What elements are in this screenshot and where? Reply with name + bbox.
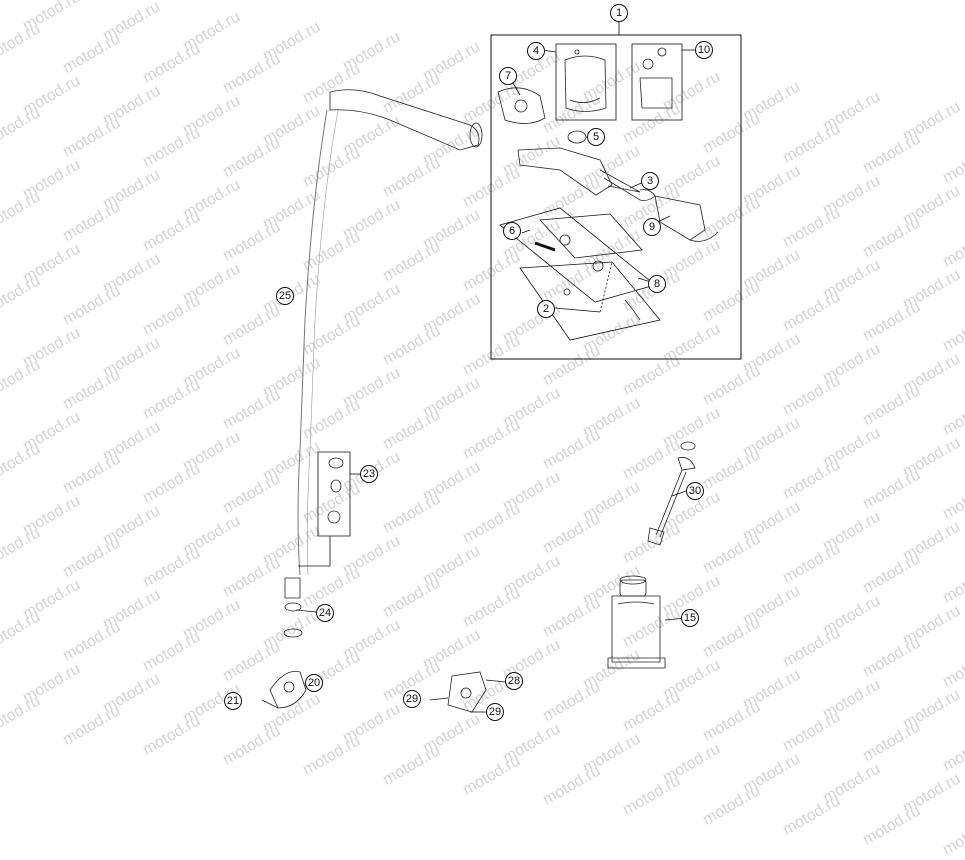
kit-6-outline (499, 207, 656, 303)
watermark-text: motod.ru (740, 750, 804, 797)
callout-23: 23 (360, 465, 378, 483)
callout-28: 28 (505, 672, 523, 690)
callout-25: 25 (276, 287, 294, 305)
callout-29-bottom: 29 (486, 703, 504, 721)
watermark-text: motod.ru (860, 802, 924, 849)
watermark-text: motod.ru (940, 812, 965, 859)
kit-8-outline (539, 213, 643, 259)
watermark-text: motod.ru (300, 732, 364, 779)
watermark-text: motod.ru (580, 730, 644, 777)
watermark-text: motod.ru (860, 718, 924, 765)
callout-10: 10 (695, 41, 713, 59)
callout-8: 8 (648, 275, 666, 293)
watermark-text: motod.ru (500, 720, 564, 767)
callout-6: 6 (503, 222, 521, 240)
callout-5: 5 (587, 128, 605, 146)
kit-box-4 (555, 43, 617, 121)
callout-2: 2 (537, 300, 555, 318)
watermark-text: motod.ru (660, 740, 724, 787)
callout-9: 9 (643, 218, 661, 236)
watermark-text: motod.ru (820, 760, 884, 807)
callout-21: 21 (224, 692, 242, 710)
callout-7: 7 (499, 67, 517, 85)
kit-2-outline (519, 261, 661, 341)
callout-29-left: 29 (403, 690, 421, 708)
kit-box-10 (631, 43, 683, 121)
watermark-text: motod.ru (540, 762, 604, 809)
hose-25 (297, 109, 328, 576)
assembly-frame (490, 34, 742, 360)
callout-24: 24 (316, 604, 334, 622)
watermark-text: motod.ru (220, 722, 284, 769)
watermark-text: motod.ru (780, 792, 844, 839)
watermark-text: motod.ru (700, 782, 764, 829)
callout-3: 3 (641, 172, 659, 190)
callout-15: 15 (681, 609, 699, 627)
watermark-text: motod.ru (380, 742, 444, 789)
callout-4: 4 (527, 42, 545, 60)
callout-1: 1 (610, 4, 628, 22)
watermark-text: motod.ru (940, 728, 965, 775)
callout-30: 30 (686, 482, 704, 500)
parts-drawing (261, 22, 742, 713)
callout-20: 20 (305, 674, 323, 692)
kit-23-outline (317, 451, 351, 537)
watermark-text: motod.ru (460, 752, 524, 799)
watermark-text: motod.ru (620, 772, 684, 819)
watermark-text: motod.ru (900, 770, 964, 817)
